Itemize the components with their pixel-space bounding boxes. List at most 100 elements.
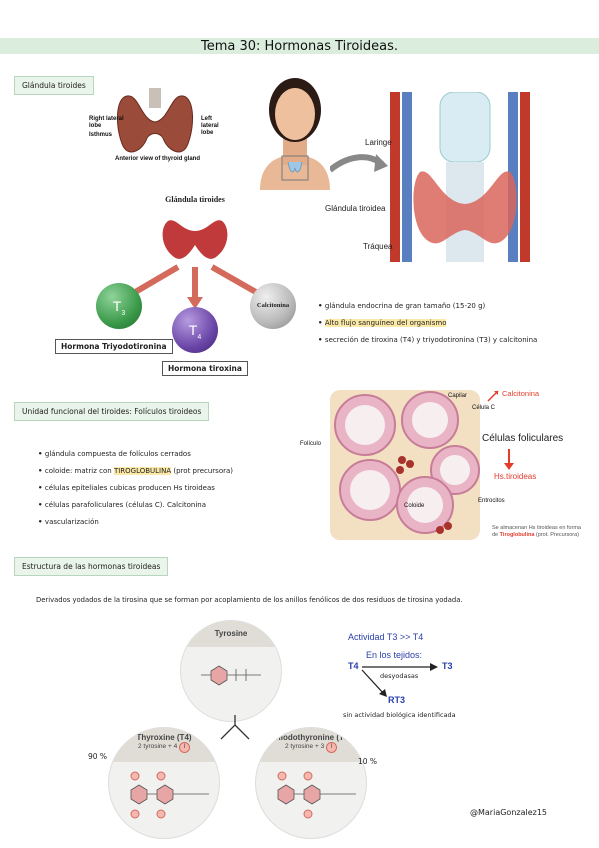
bullet-text: células parafoliculares (células C). Cal… (44, 501, 207, 509)
list-item: células epiteliales cubicas producen Hs … (38, 480, 308, 497)
label-celulas-foliculares: Células foliculares (482, 433, 564, 444)
t3-node: T3 (442, 661, 453, 671)
label-calcitonina: Calcitonina (502, 389, 540, 398)
author-watermark: @MariaGonzalez15 (470, 808, 548, 817)
label-hormona-t3: Hormona Triyodotironina (55, 339, 173, 354)
triiodo-structure (277, 771, 356, 819)
t4-sub: 4 (197, 333, 202, 341)
triiodothyronine-circle: Triiodothyronine (T3) 2 tyrosine + 3 I (255, 727, 367, 839)
tyrosine-circle: Tyrosine (180, 620, 282, 722)
desyodasas-label: desyodasas (380, 672, 419, 680)
hormone-diagram: Glándula tiroides T3 T4 Calcitonina Horm… (55, 195, 305, 380)
bullet-text-prefix: coloide: matriz con (44, 467, 114, 475)
section-heading-text: Estructura de las hormonas tiroideas (22, 562, 161, 571)
label-hs-tiroideas: Hs.tiroideas (494, 472, 537, 481)
bullet-text: glándula compuesta de folículos cerrados (44, 450, 191, 458)
list-item: Alto flujo sanguíneo del organismo (318, 315, 599, 332)
calcitonin-label: Calcitonina (256, 302, 290, 309)
list-item: coloide: matriz con TIROGLOBULINA (prot … (38, 463, 308, 480)
bullet-text: vascularización (44, 518, 99, 526)
gland-title: Glándula tiroides (165, 195, 225, 204)
list-item: secreción de tiroxina (T4) y triyodotiro… (318, 332, 599, 349)
triiodo-header: Triiodothyronine (T3) 2 tyrosine + 3 I (256, 728, 366, 762)
bullet-text: glándula endocrina de gran tamaño (15-20… (324, 302, 486, 310)
activity-text: Actividad T3 >> T4 (348, 632, 424, 642)
note-suffix: (prot. Precursora) (535, 532, 580, 538)
calcitonin-ball: Calcitonina (250, 283, 296, 329)
pct-t3: 10 % (358, 757, 378, 766)
tiroglobulina-note: Se almacenan Hs tiroideas en forma de Ti… (492, 525, 584, 539)
triiodo-formula-text: 2 tyrosine + 3 (284, 743, 325, 750)
follicle-figure: Folículo Capilar Calcitonina Célula C Cé… (300, 385, 590, 565)
t3-letter: T (112, 298, 122, 314)
label-coloide: Coloide (404, 503, 425, 509)
anatomy-drawing (390, 91, 530, 262)
thyroxine-formula-text: 2 tyrosine + 4 (137, 743, 178, 750)
thyroxine-header: Thyroxine (T4) 2 tyrosine + 4 I (109, 728, 219, 762)
label-left-lobe: Left lateral lobe (201, 116, 219, 136)
gland-bullet-list: glándula endocrina de gran tamaño (15-20… (308, 298, 599, 349)
triiodo-title: Triiodothyronine (T3) (271, 733, 351, 742)
section-heading-estructura: Estructura de las hormonas tiroideas (14, 557, 169, 576)
thyroxine-structure (130, 771, 209, 819)
thyroxine-formula: 2 tyrosine + 4 I (109, 742, 219, 753)
label-anterior-caption: Anterior view of thyroid gland (115, 156, 201, 162)
bullet-text-highlight: TIROGLOBULINA (113, 467, 172, 475)
bullet-text: Alto flujo sanguíneo del organismo (324, 319, 447, 327)
label-traquea: Tráquea (363, 242, 393, 251)
label-capilar: Capilar (448, 393, 468, 399)
tejidos-text: En los tejidos: (366, 650, 423, 660)
t4-node: T4 (348, 661, 359, 671)
zoom-arrow (330, 154, 388, 173)
label-celula-c: Célula C (472, 405, 496, 411)
thyroid-gland-drawing (117, 88, 193, 153)
label-glandula-tiroidea: Glándula tiroidea (325, 204, 386, 213)
label-right-lobe: Right lateral lobe (89, 116, 124, 129)
section-heading-unidad: Unidad funcional del tiroides: Folículos… (14, 402, 210, 421)
sin-actividad-label: sin actividad biológica identificada (343, 711, 456, 719)
page-title: Tema 30: Hormonas Tiroideas. (200, 39, 399, 54)
bullet-text: secreción de tiroxina (T4) y triyodotiro… (324, 336, 538, 344)
iodine-icon: I (179, 742, 190, 753)
section-heading-text: Unidad funcional del tiroides: Folículos… (22, 407, 202, 416)
bullet-text-suffix: (prot precursora) (171, 467, 233, 475)
thyroid-anterior-figure: Right lateral lobe Isthmus Left lateral … (85, 88, 225, 168)
tyrosine-structure (201, 665, 261, 686)
thyroxine-circle: Thyroxine (T4) 2 tyrosine + 4 I (108, 727, 220, 839)
label-foliculo: Folículo (300, 441, 322, 447)
section-heading-glandula: Glándula tiroides (14, 76, 94, 95)
list-item: vascularización (38, 514, 308, 531)
red-arrow-up-icon (487, 390, 499, 402)
tyrosine-title: Tyrosine (181, 621, 281, 647)
structure-description: Derivados yodados de la tirosina que se … (36, 596, 463, 604)
label-isthmus: Isthmus (89, 132, 113, 138)
list-item: células parafoliculares (células C). Cal… (38, 497, 308, 514)
note-prefix: Se almacenan Hs tiroideas en forma de (492, 525, 581, 538)
pct-t4: 90 % (88, 752, 108, 761)
follicle-bullet-list: glándula compuesta de folículos cerrados… (28, 446, 308, 531)
red-arrow-down-icon (504, 449, 514, 470)
t3-ball: T3 (96, 283, 142, 329)
label-entrocitos: Entrocitos (478, 498, 505, 504)
t4-letter: T (188, 322, 198, 338)
follicle-drawing (330, 390, 480, 540)
t3-sub: 3 (121, 309, 126, 317)
list-item: glándula compuesta de folículos cerrados (38, 446, 308, 463)
note-bold: Tiroglobulina (499, 532, 535, 538)
branch-arrows (220, 715, 250, 740)
t4-ball: T4 (172, 307, 218, 353)
label-laringe: Laringe (365, 138, 392, 147)
portrait-illustration (260, 78, 330, 190)
thyroid-anatomy-figure: Laringe Glándula tiroidea Tráquea (325, 91, 545, 262)
bullet-text: células epiteliales cubicas producen Hs … (44, 484, 215, 492)
triiodo-formula: 2 tyrosine + 3 I (256, 742, 366, 753)
section-heading-text: Glándula tiroides (22, 81, 86, 90)
list-item: glándula endocrina de gran tamaño (15-20… (318, 298, 599, 315)
thyroxine-title: Thyroxine (T4) (136, 733, 192, 742)
label-hormona-t4: Hormona tiroxina (162, 361, 248, 376)
title-banner (0, 38, 599, 54)
neck-portrait (250, 70, 340, 190)
iodine-icon: I (326, 742, 337, 753)
rt3-node: RT3 (388, 695, 406, 705)
conversion-arrows (361, 663, 438, 697)
